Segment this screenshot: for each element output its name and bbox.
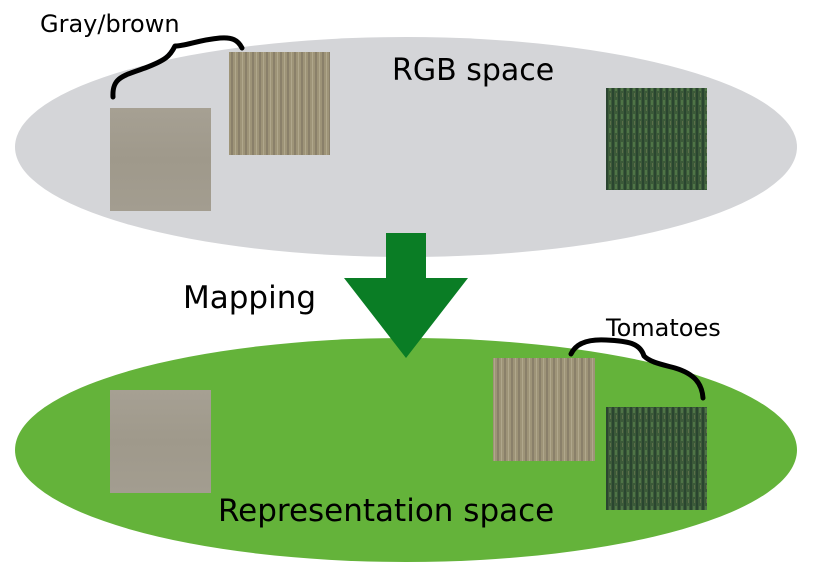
green-patch-rgb xyxy=(606,88,707,190)
brown-patch-representation xyxy=(493,358,595,461)
gray-brown-label: Gray/brown xyxy=(40,10,180,38)
tomatoes-label: Tomatoes xyxy=(606,314,721,342)
rgb-space-label: RGB space xyxy=(392,53,555,88)
brown-patch-rgb xyxy=(229,52,330,155)
representation-space-label: Representation space xyxy=(218,493,555,529)
green-patch-representation xyxy=(606,407,707,510)
curly-brace-icon xyxy=(568,337,706,401)
down-arrow-icon xyxy=(344,233,468,358)
gray-patch-representation xyxy=(110,390,211,493)
curly-brace-icon xyxy=(110,35,245,100)
gray-patch-rgb xyxy=(110,108,211,211)
mapping-label: Mapping xyxy=(183,280,317,316)
